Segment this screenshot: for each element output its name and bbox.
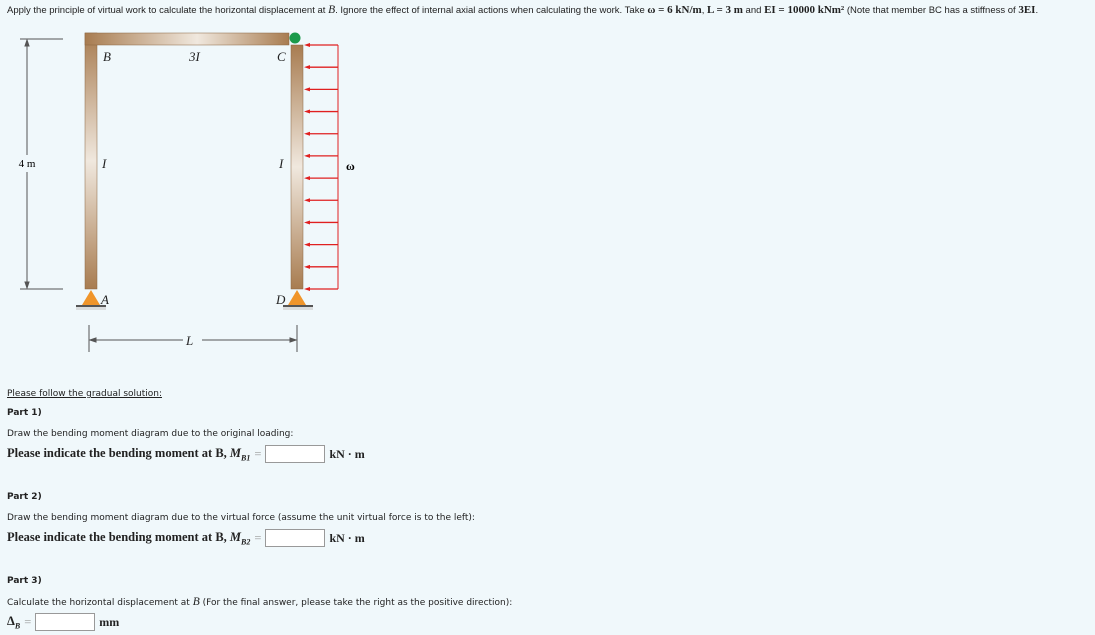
part1-unit: kN · m xyxy=(329,446,365,461)
label-b: B xyxy=(103,49,111,64)
column-ab xyxy=(84,32,98,290)
support-a xyxy=(76,290,106,310)
question-text: Apply the principle of virtual work to c… xyxy=(7,4,1039,16)
height-label: 4 m xyxy=(19,158,36,170)
load-arrowhead xyxy=(304,242,310,247)
label-a: A xyxy=(100,292,109,307)
hinge-c xyxy=(289,32,301,44)
part3-displacement-input[interactable] xyxy=(35,613,96,631)
part2-prompt: Please indicate the bending moment at B,… xyxy=(7,529,251,547)
part3-prompt: ΔB xyxy=(7,613,21,631)
part2-unit: kN · m xyxy=(329,530,365,545)
stiffness-value: 3EI xyxy=(1018,4,1036,16)
load-arrowhead xyxy=(304,176,310,181)
support-d xyxy=(283,290,313,310)
part2-moment-input[interactable] xyxy=(265,529,326,547)
span-dimension xyxy=(88,325,298,352)
part3-instruction: Calculate the horizontal displacement at… xyxy=(7,596,513,608)
label-beam-inertia: 3I xyxy=(188,49,201,64)
load-arrowhead xyxy=(304,131,310,136)
label-right-inertia: I xyxy=(278,156,284,171)
part3-title: Part 3) xyxy=(7,576,42,586)
label-d: D xyxy=(275,292,286,307)
label-left-inertia: I xyxy=(101,156,107,171)
beam-bc xyxy=(84,32,290,46)
load-arrowhead xyxy=(304,287,310,291)
frame-diagram: 4 m B 3I C I I A D L ω xyxy=(19,32,355,352)
height-dimension xyxy=(20,38,63,290)
solution-intro: Please follow the gradual solution: xyxy=(7,389,162,399)
distributed-load xyxy=(304,43,339,291)
part3-unit: mm xyxy=(99,614,120,629)
part2-title: Part 2) xyxy=(7,492,42,502)
part1-answer-row: Please indicate the bending moment at B,… xyxy=(7,445,365,463)
part3-answer-row: ΔB = mm xyxy=(7,613,120,631)
part1-title: Part 1) xyxy=(7,408,42,418)
label-c: C xyxy=(277,49,286,64)
part1-moment-input[interactable] xyxy=(265,445,326,463)
load-arrowhead xyxy=(304,264,310,269)
part2-instruction: Draw the bending moment diagram due to t… xyxy=(7,513,475,523)
column-cd xyxy=(290,44,304,290)
load-arrowhead xyxy=(304,198,310,203)
part1-prompt: Please indicate the bending moment at B,… xyxy=(7,445,251,463)
label-load: ω xyxy=(346,159,355,173)
load-arrowhead xyxy=(304,153,310,158)
label-span: L xyxy=(185,333,193,348)
load-arrowhead xyxy=(304,109,310,114)
load-arrowhead xyxy=(304,220,310,225)
part1-instruction: Draw the bending moment diagram due to t… xyxy=(7,429,294,439)
load-arrowhead xyxy=(304,87,310,92)
load-arrowhead xyxy=(304,65,310,70)
part2-answer-row: Please indicate the bending moment at B,… xyxy=(7,529,365,547)
load-arrowhead xyxy=(304,43,310,47)
